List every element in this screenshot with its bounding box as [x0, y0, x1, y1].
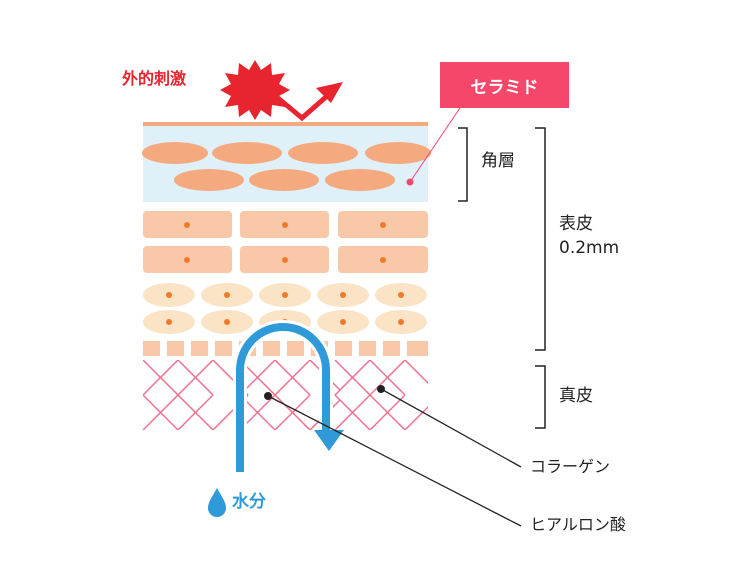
dermis-bracket: [535, 365, 546, 429]
ceramide-label: セラミド: [470, 77, 539, 98]
burst-icon: [220, 60, 290, 120]
epidermis-thickness-label: 0.2mm: [559, 238, 620, 258]
granular-layer: [143, 283, 427, 334]
collagen-label: コラーゲン: [530, 457, 611, 476]
collagen-pointer: [377, 385, 522, 468]
epidermis-label-group: 表皮 0.2mm: [559, 212, 619, 260]
hyaluronic-acid-label: ヒアルロン酸: [530, 515, 626, 534]
dermis-mesh: [143, 360, 428, 430]
spinous-layer: [143, 211, 428, 273]
arrow-icon: [270, 82, 343, 122]
hyaluronic-pointer: [264, 392, 522, 527]
external-stimulus-label: 外的刺激: [122, 69, 187, 88]
epidermis-label: 表皮: [559, 214, 593, 234]
ceramide-badge: セラミド: [440, 62, 569, 108]
water-flow-arrow: [233, 320, 344, 472]
ceramide-pointer: [409, 107, 461, 183]
stratum-corneum: [142, 122, 431, 202]
stratum-corneum-label: 角層: [481, 151, 515, 171]
water-drop-icon: [208, 488, 226, 517]
dermis-label: 真皮: [559, 386, 593, 406]
epidermis-bracket: [535, 127, 546, 351]
stratum-bracket: [458, 127, 468, 202]
basal-layer: [143, 341, 428, 356]
water-label: 水分: [232, 492, 266, 512]
